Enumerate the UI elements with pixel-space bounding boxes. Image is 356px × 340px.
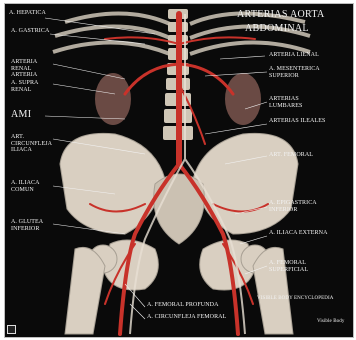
left-kidney (95, 73, 131, 125)
label-circunfleja-femoral: A. CIRCUNFLEJA FEMORAL (147, 314, 226, 321)
anatomy-illustration-frame: A. HEPATICA A. GASTRICA ARTERIA RENAL AR… (4, 3, 354, 338)
right-kidney (225, 73, 261, 125)
label-right-small: Visible Body (317, 319, 344, 326)
label-a-hepatica: A. HEPATICA (9, 10, 46, 17)
label-femoral-profunda: A. FEMORAL PROFUNDA (147, 302, 219, 309)
label-bottom-caption: VISIBLE BODY ENCYCLOPEDIA (257, 296, 333, 303)
label-a-gastrica: A. GASTRICA (11, 28, 49, 35)
label-a-iliaca-externa: A. ILIACA EXTERNA (269, 230, 335, 237)
label-arterias-ileales: ARTERIAS ILEALES (269, 118, 329, 125)
femur-bones (65, 247, 293, 334)
label-ami: AMI (11, 110, 31, 120)
label-supra-renal: A. SUPRA RENAL (11, 80, 55, 93)
label-femoral-superficial: A. FEMORAL SUPERFICIAL (269, 260, 335, 273)
label-arterias-aorta: ARTERIAS AORTA (237, 10, 324, 20)
label-art-femoral: ART. FEMORAL (269, 152, 313, 159)
label-a-glutea-inferior: A. GLUTEA INFERIOR (11, 219, 61, 232)
corner-marker (7, 325, 16, 334)
label-arteria-lienal: ARTERIA LIENAL (269, 52, 319, 59)
label-mesenterica-superior: A. MESENTERICA SUPERIOR (269, 66, 339, 79)
label-arteria-renal: ARTERIA RENAL ARTERIA (11, 59, 55, 79)
label-art-circunflexa: ART. CIRCUNFLEJA ILIACA (11, 134, 55, 154)
label-a-iliaca-comun: A. ILIACA COMUN (11, 180, 55, 193)
label-epigastrica: A. EPIGASTRICA INFERIOR (269, 200, 341, 213)
label-abdominal: ABDOMINAL (245, 24, 309, 34)
label-arterias-lumbares: ARTERIAS LUMBARES (269, 96, 329, 109)
